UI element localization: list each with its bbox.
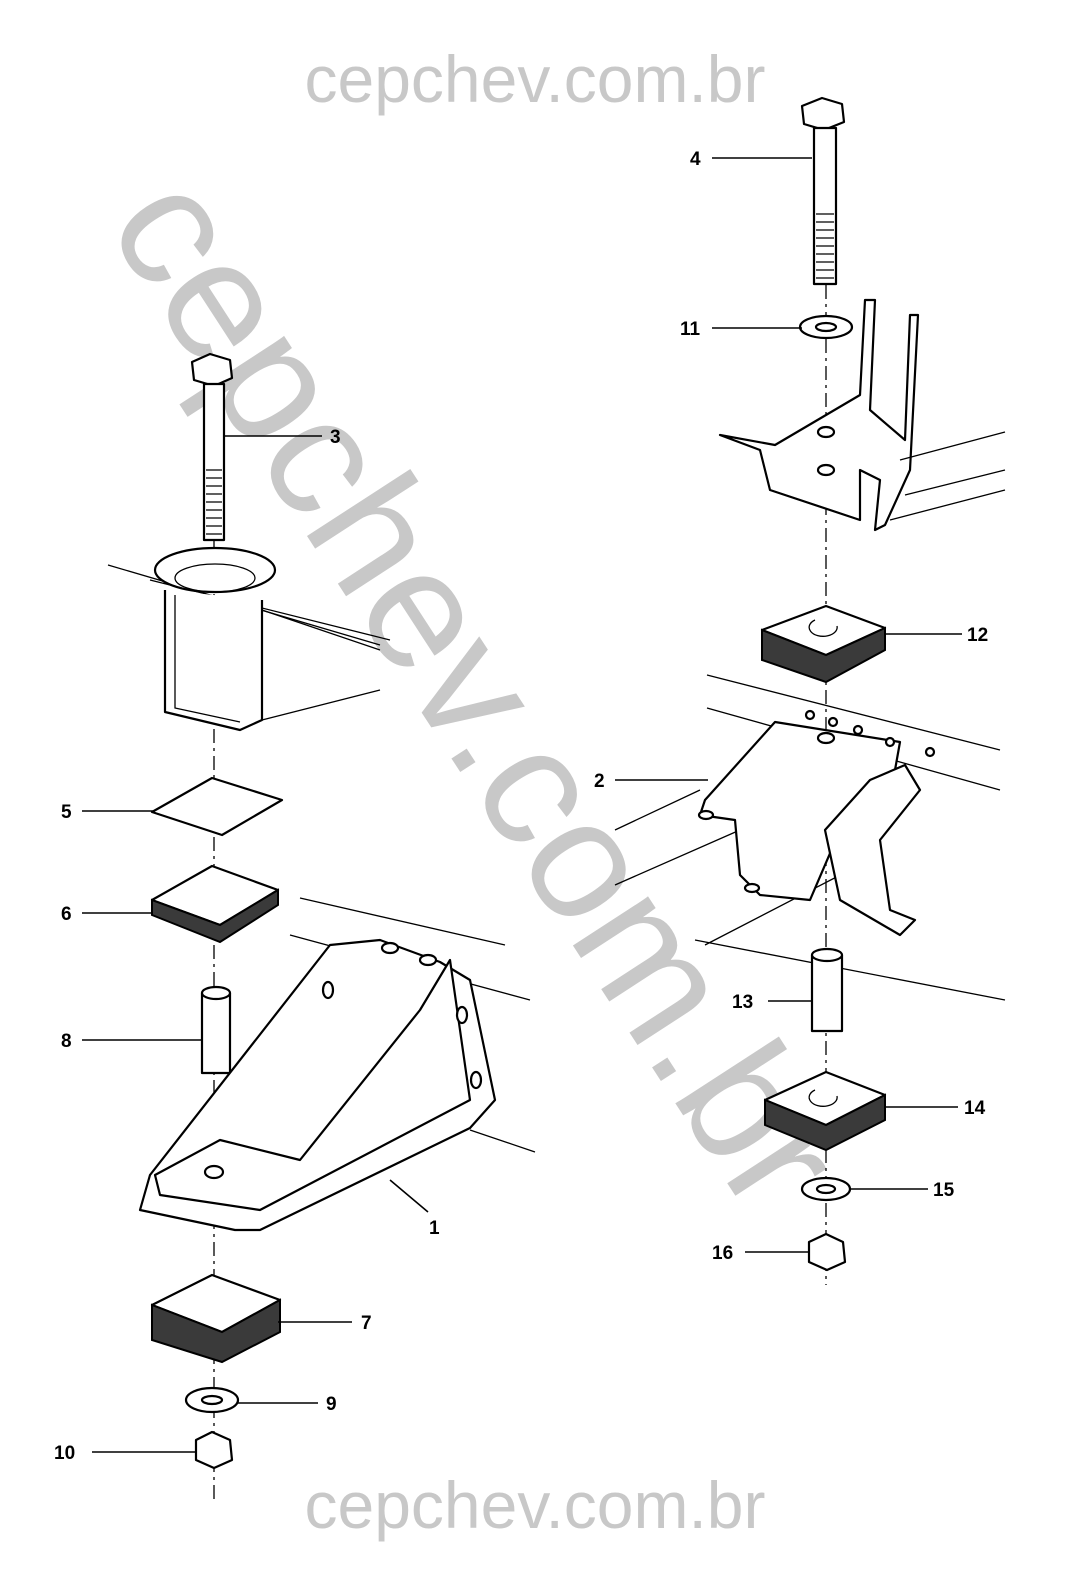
washer-9 — [184, 1386, 240, 1414]
spacer-13 — [810, 947, 844, 1033]
callout-7: 7 — [361, 1313, 372, 1334]
callout-10: 10 — [54, 1443, 75, 1464]
watermark-top: cepchev.com.br — [305, 42, 766, 116]
callout-11: 11 — [680, 319, 701, 340]
callout-9: 9 — [326, 1394, 337, 1415]
rubber-pad-7 — [150, 1273, 282, 1364]
callout-leaders — [82, 157, 962, 1453]
frame-bracket-upper — [718, 298, 1006, 532]
bolt-4 — [800, 96, 846, 286]
crossmember-bracket-2 — [614, 674, 1006, 1001]
right-mount-assembly — [614, 96, 1006, 1285]
plate-5 — [150, 776, 284, 837]
bracket-1 — [138, 897, 536, 1232]
rubber-pad-6 — [150, 864, 280, 944]
callout-2: 2 — [594, 771, 605, 792]
callout-3: 3 — [330, 427, 341, 448]
callout-labels: 1 2 3 4 5 6 7 8 9 10 11 12 13 14 15 16 — [54, 149, 988, 1464]
spacer-8 — [200, 985, 232, 1075]
callout-8: 8 — [61, 1031, 72, 1052]
callout-6: 6 — [61, 904, 72, 925]
left-mount-assembly — [107, 352, 536, 1500]
rubber-pad-14 — [763, 1070, 887, 1152]
watermark-bottom: cepchev.com.br — [305, 1468, 766, 1542]
washer-11 — [798, 314, 854, 340]
callout-1: 1 — [429, 1218, 440, 1239]
callout-5: 5 — [61, 802, 72, 823]
nut-10 — [194, 1430, 234, 1470]
callout-13: 13 — [732, 992, 753, 1013]
frame-rail-left — [107, 546, 391, 732]
callout-16: 16 — [712, 1243, 733, 1264]
callout-14: 14 — [964, 1098, 986, 1119]
nut-16 — [807, 1232, 847, 1272]
bolt-3 — [190, 352, 234, 542]
washer-15 — [800, 1176, 852, 1202]
rubber-pad-12 — [760, 604, 887, 684]
callout-15: 15 — [933, 1180, 955, 1201]
callout-4: 4 — [690, 149, 701, 170]
callout-12: 12 — [967, 625, 988, 646]
